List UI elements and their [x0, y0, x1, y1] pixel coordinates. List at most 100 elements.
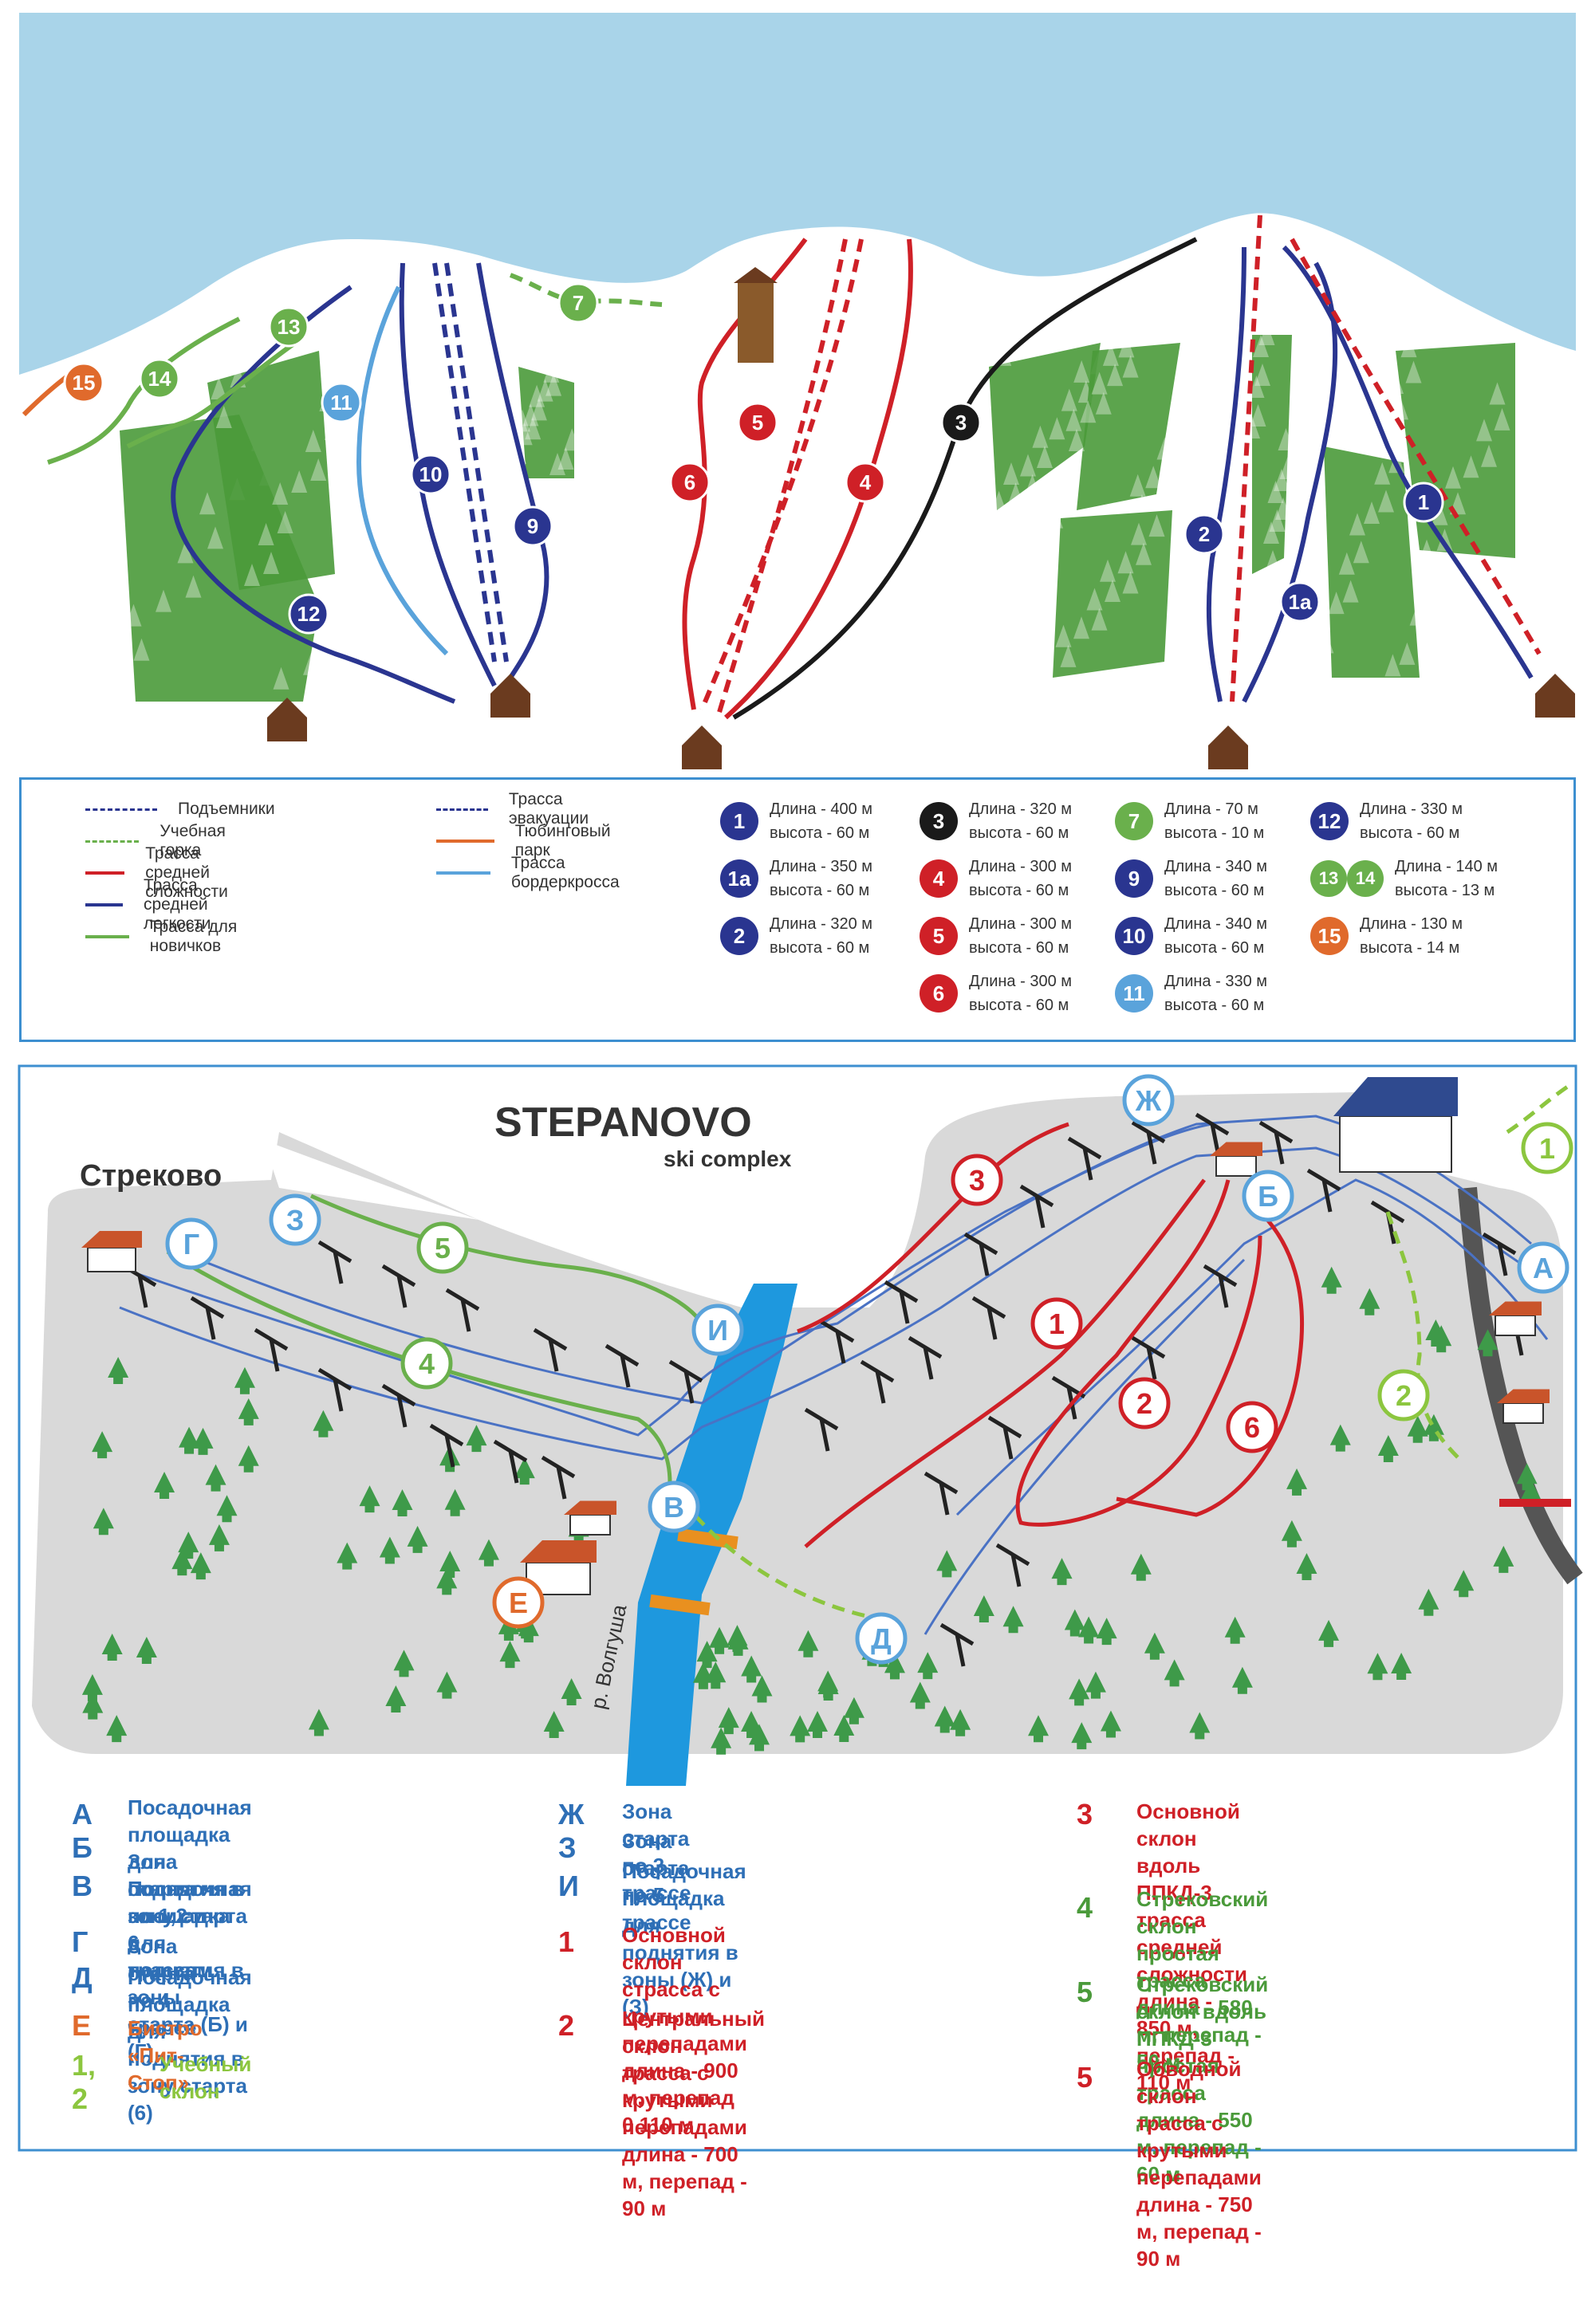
hut-icon [1535, 674, 1575, 718]
legend-line-label: Трасса бордеркросса [510, 854, 620, 891]
lift-pylon [924, 1471, 959, 1516]
bottom-legend-key: И [558, 1870, 579, 1902]
run-badge-13: 13 [268, 306, 309, 348]
bottom-legend-text: Зона старта по 5 трассе [622, 1829, 691, 1934]
lift-line [924, 1258, 1246, 1635]
map-point-red-2: 2 [1118, 1377, 1171, 1429]
tree-icon [81, 1673, 103, 1701]
map-point-blue-Г: Г [165, 1217, 218, 1270]
tree-icon [751, 1675, 773, 1703]
run-stat-badge: 12 [1310, 802, 1349, 840]
run-height: высота - 60 м [1360, 824, 1460, 842]
run-height: высота - 13 м [1395, 882, 1495, 899]
lift-pylon [1131, 1335, 1166, 1380]
map-point-label: З [286, 1204, 305, 1237]
lift-line [955, 1178, 1549, 1516]
map-point-label: А [1533, 1252, 1554, 1284]
bottom-legend-key: З [558, 1831, 577, 1864]
run-height: высота - 60 м [770, 824, 870, 842]
map-point-blue-Д: Д [855, 1612, 908, 1665]
run-length: Длина - 130 м [1360, 915, 1463, 933]
lift-pylon [971, 1296, 1006, 1340]
map-point-red-3: 3 [951, 1154, 1003, 1206]
bottom-legend-key: В [72, 1870, 93, 1902]
tree-icon [1231, 1666, 1253, 1694]
legend-line-item: Трасса бордеркросса [436, 854, 637, 891]
map-point-blue-Ж: Ж [1122, 1074, 1175, 1127]
run-badge-label: 4 [860, 470, 872, 494]
map-point-label: Д [871, 1622, 892, 1655]
tree-icon [93, 1508, 114, 1536]
lift-pylon [820, 1319, 855, 1364]
run-height: высота - 60 м [770, 882, 870, 899]
tree-icon [909, 1681, 931, 1709]
bottom-legend-text: Зона старта по 1,2 и 6 трассам [128, 1850, 213, 1982]
lift-pylon [908, 1335, 943, 1380]
tree-icon [692, 1661, 714, 1689]
house-icon [1333, 1077, 1458, 1173]
tree-icon [1069, 1678, 1090, 1706]
tree-icon [807, 1710, 829, 1738]
run-badge-12: 12 [288, 593, 329, 635]
tree-icon [1321, 1266, 1342, 1294]
lift-pylon [1019, 1184, 1054, 1229]
run-stat-badge: 4 [920, 859, 958, 898]
run-line [1242, 261, 1338, 703]
tree-icon [393, 1650, 415, 1677]
run-length: Длина - 330 м [1360, 800, 1463, 818]
run-length: Длина - 70 м [1164, 800, 1258, 818]
lift-pylon [939, 1622, 975, 1667]
lift-pylon [381, 1383, 416, 1428]
run-height: высота - 60 м [1164, 939, 1265, 957]
run-line [399, 262, 497, 687]
lift-pylon [254, 1327, 289, 1372]
map-point-lightgreen-2: 2 [1377, 1369, 1430, 1422]
bottom-legend-key: Ж [558, 1798, 585, 1830]
map-point-red-6: 6 [1226, 1401, 1278, 1453]
tree-icon [917, 1652, 939, 1680]
run-stat-badge: 13 [1310, 860, 1347, 897]
tree-icon [499, 1641, 521, 1669]
map-point-blue-И: И [691, 1304, 744, 1356]
run-line [1282, 245, 1534, 679]
legend-line-sample [85, 935, 129, 938]
legend-line-item: Подъемники [85, 797, 275, 821]
legend-line-label: Учебная горка [160, 822, 226, 859]
run-badge-11: 11 [321, 382, 362, 423]
run-length: Длина - 330 м [1164, 973, 1268, 990]
tree-icon [1296, 1552, 1317, 1580]
run-badge-6: 6 [669, 462, 711, 503]
tree-icon [696, 1641, 718, 1669]
village-label: Стреково [80, 1159, 222, 1193]
house-icon [1489, 1301, 1542, 1336]
run-badge-label: 9 [527, 514, 538, 538]
run-line [1290, 238, 1542, 655]
map-point-label: 1 [1049, 1307, 1065, 1340]
tree-icon [1028, 1715, 1050, 1743]
tree-icon [1391, 1652, 1412, 1680]
tree-icon [973, 1595, 994, 1622]
run-badge-9: 9 [512, 505, 553, 547]
map-point-red-1: 1 [1030, 1297, 1083, 1350]
run-badge-label: 13 [278, 315, 301, 339]
bottom-legend-key: А [72, 1798, 93, 1830]
bottom-legend-text: Стрековский склон простая трасса длина -… [1136, 1887, 1269, 2074]
tree-icon [884, 1652, 905, 1680]
run-length: Длина - 340 м [1164, 858, 1268, 875]
tree-icon [1367, 1653, 1388, 1681]
tree-icon [718, 1707, 739, 1735]
tree-icon [1096, 1618, 1117, 1646]
run-stat-text: Длина - 330 м высота - 60 м [1360, 797, 1463, 845]
run-height: высота - 60 м [969, 882, 1069, 899]
run-stat-badge: 7 [1115, 802, 1153, 840]
run-badge-label: 7 [573, 291, 584, 315]
lift-pylon [493, 1439, 528, 1484]
legend-line-label: Трасса для новичков [149, 918, 238, 955]
map-run-line [797, 1122, 1069, 1334]
